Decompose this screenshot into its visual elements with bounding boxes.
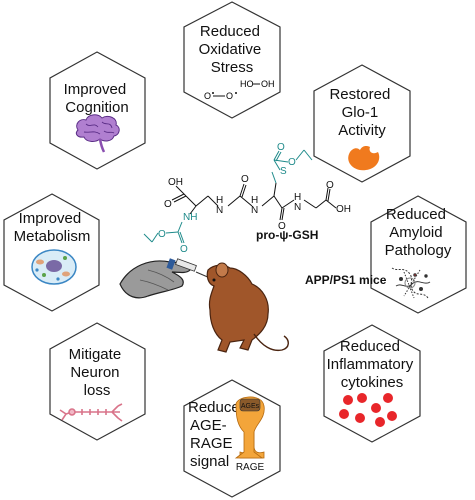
hex-neuron-line-3: loss: [84, 382, 111, 399]
atom-h1: H: [216, 195, 223, 206]
atom-o5: O: [277, 142, 285, 153]
hex-agerage-line-4: signal: [190, 453, 229, 470]
atom-n1: N: [216, 205, 223, 216]
hex-amyloid-line-2: Amyloid: [389, 224, 442, 241]
hex-reduced-amyloid: Reduced Amyloid Pathology: [370, 195, 467, 314]
atom-oh: OH: [168, 177, 183, 188]
svg-text:Reduced Inflammatory: Reduced Inflammatory cytokines: [327, 338, 418, 391]
cell-icon: [31, 249, 77, 285]
ages-label: AGEs: [241, 403, 260, 410]
model-label: APP/PS1 mice: [305, 273, 387, 287]
glo1-enzyme-icon: [348, 146, 380, 171]
hex-reduced-age-rage: Reduced AGE- RAGE signal AGEs RAGE: [183, 379, 281, 498]
svg-text:Reduced Oxidative: Reduced Oxidative Stress: [199, 23, 266, 76]
svg-text:Reduced Amyloid Pa: Reduced Amyloid Pathology: [385, 206, 452, 259]
atom-nh: NH: [183, 212, 197, 223]
syringe-hand-icon: [119, 258, 211, 299]
mouse-icon: [206, 262, 289, 353]
molecule-name: pro-ψ-GSH: [256, 228, 318, 242]
hexagon-frame: [49, 51, 146, 170]
atom-o3: O: [278, 221, 286, 232]
hex-metabolism-line-1: Improved: [19, 210, 82, 227]
hex-inflammatory-line-1: Reduced: [340, 338, 400, 355]
hex-oxidative-line-3: Stress: [211, 59, 254, 76]
cytokines-icon: [339, 393, 397, 427]
hex-oxidative-stress: Reduced Oxidative Stress O O HO OH: [183, 1, 281, 119]
rage-label: RAGE: [236, 462, 265, 473]
svg-text:Improved Cognition: Improved Cognition: [64, 81, 131, 116]
hex-improved-cognition: Improved Cognition: [49, 51, 146, 170]
hex-inflammatory-line-3: cytokines: [341, 374, 404, 391]
svg-text:Improved Metabolism: Improved Metabolism: [14, 210, 91, 245]
atom-o7: O: [180, 244, 188, 255]
atom-oh2: OH: [336, 204, 351, 215]
hex-cognition-line-2: Cognition: [65, 99, 128, 116]
atom-n2: N: [251, 205, 258, 216]
svg-text:Mitigate Neuron lo: Mitigate Neuron loss: [69, 346, 126, 399]
atom-s: S: [280, 166, 287, 177]
ros-oh: OH: [261, 79, 275, 89]
atom-o6: O: [288, 157, 296, 168]
hex-agerage-line-3: RAGE: [190, 435, 233, 452]
molecule-pro-psi-gsh: [143, 149, 337, 244]
atom-h3: H: [294, 192, 301, 203]
hex-amyloid-line-1: Reduced: [386, 206, 446, 223]
ros-o-left: O: [204, 91, 211, 101]
atom-n3: N: [294, 202, 301, 213]
ros-molecules-icon: O O HO OH: [204, 79, 275, 101]
hex-reduced-inflammatory: Reduced Inflammatory cytokines: [323, 324, 421, 443]
atom-o4: O: [326, 180, 334, 191]
hex-neuron-line-1: Mitigate: [69, 346, 122, 363]
atom-o8: O: [158, 229, 166, 240]
hex-inflammatory-line-2: Inflammatory: [327, 356, 414, 373]
hex-oxidative-line-1: Reduced: [200, 23, 260, 40]
neuron-icon: [59, 403, 123, 422]
ros-ho: HO: [240, 79, 254, 89]
hex-agerage-line-1: Reduced: [188, 399, 248, 416]
hex-glo1-line-1: Restored: [329, 86, 390, 103]
brain-icon: [75, 114, 120, 153]
svg-text:Reduced AGE- RAGE: Reduced AGE- RAGE signal: [188, 399, 252, 470]
hex-oxidative-line-2: Oxidative: [199, 41, 262, 58]
ros-o-right: O: [226, 91, 233, 101]
hex-metabolism-line-2: Metabolism: [14, 228, 91, 245]
hex-improved-metabolism: Improved Metabolism: [3, 193, 100, 312]
atom-h2: H: [251, 195, 258, 206]
hex-glo1-line-2: Glo-1: [342, 104, 379, 121]
atom-o: O: [164, 199, 172, 210]
molecule-atom-labels: OH O NH H N O H N S O O O H N O OH O O: [158, 142, 351, 255]
hex-neuron-line-2: Neuron: [70, 364, 119, 381]
hexagon-frame: [370, 195, 467, 314]
svg-text:Restored Glo-1 Act: Restored Glo-1 Activity: [329, 86, 394, 139]
hex-amyloid-line-3: Pathology: [385, 242, 452, 259]
hex-cognition-line-1: Improved: [64, 81, 127, 98]
hex-glo1-line-3: Activity: [338, 122, 386, 139]
hex-agerage-line-2: AGE-: [190, 417, 227, 434]
amyloid-plaque-icon: [391, 267, 431, 299]
age-rage-receptor-icon: AGEs RAGE: [234, 396, 265, 473]
hex-restored-glo1: Restored Glo-1 Activity: [313, 64, 411, 183]
hex-mitigate-neuron-loss: Mitigate Neuron loss: [49, 322, 146, 441]
atom-o2: O: [241, 174, 249, 185]
hexagon-frame: [183, 1, 281, 119]
hexagon-frame: [313, 64, 411, 183]
